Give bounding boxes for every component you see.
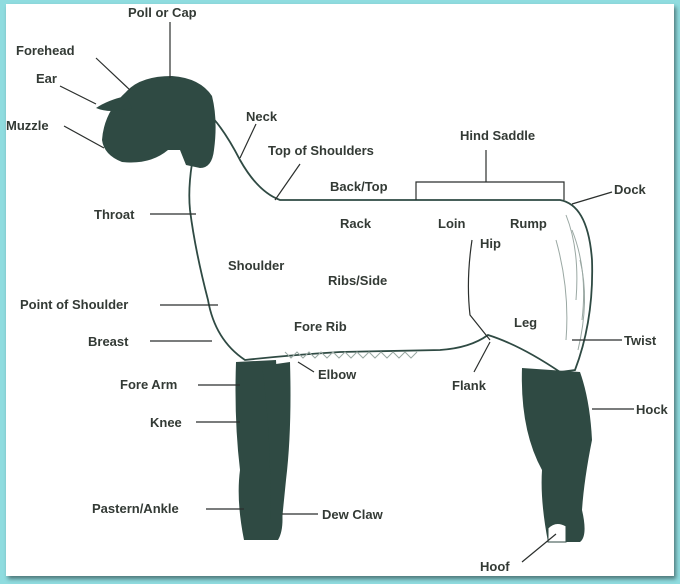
- label-hip: Hip: [480, 236, 501, 251]
- label-hock: Hock: [636, 402, 669, 417]
- back-leg: [522, 368, 592, 542]
- label-fore-arm: Fore Arm: [120, 377, 177, 392]
- label-back-top: Back/Top: [330, 179, 388, 194]
- label-hind-saddle: Hind Saddle: [460, 128, 535, 143]
- label-rump: Rump: [510, 216, 547, 231]
- label-dock: Dock: [614, 182, 647, 197]
- label-throat: Throat: [94, 207, 135, 222]
- label-leg: Leg: [514, 315, 537, 330]
- label-muzzle: Muzzle: [6, 118, 49, 133]
- label-breast: Breast: [88, 334, 129, 349]
- label-poll-or-cap: Poll or Cap: [128, 5, 197, 20]
- label-point-of-shoulder: Point of Shoulder: [20, 297, 128, 312]
- label-knee: Knee: [150, 415, 182, 430]
- label-top-of-shoulders: Top of Shoulders: [268, 143, 374, 158]
- label-neck: Neck: [246, 109, 278, 124]
- label-dew-claw: Dew Claw: [322, 507, 384, 522]
- label-fore-rib: Fore Rib: [294, 319, 347, 334]
- sheep-body: [189, 110, 592, 372]
- label-flank: Flank: [452, 378, 487, 393]
- label-loin: Loin: [438, 216, 465, 231]
- label-twist: Twist: [624, 333, 657, 348]
- label-ear: Ear: [36, 71, 57, 86]
- hoof-shape: [548, 523, 566, 542]
- label-hoof: Hoof: [480, 559, 510, 574]
- label-ribs-side: Ribs/Side: [328, 273, 387, 288]
- label-forehead: Forehead: [16, 43, 75, 58]
- label-shoulder: Shoulder: [228, 258, 284, 273]
- sheep-head: [102, 76, 216, 168]
- label-pastern-ankle: Pastern/Ankle: [92, 501, 179, 516]
- label-rack: Rack: [340, 216, 372, 231]
- sheep-ear: [96, 96, 132, 111]
- label-elbow: Elbow: [318, 367, 357, 382]
